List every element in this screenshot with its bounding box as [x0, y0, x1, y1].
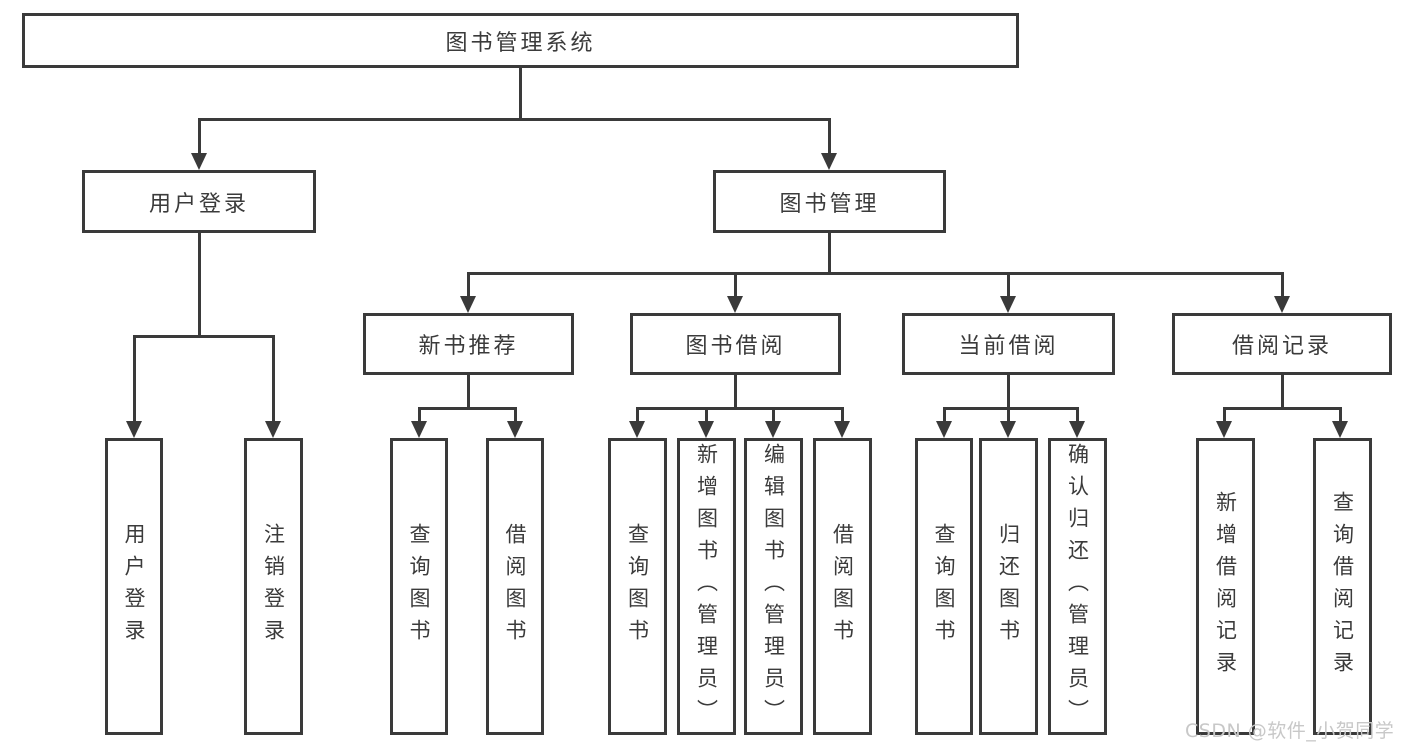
arrowhead-down-icon	[727, 296, 743, 313]
connector-drop-line	[1006, 272, 1010, 300]
connector-drop-line	[197, 118, 201, 157]
node-label: 确认归还（管理员）	[1065, 442, 1090, 731]
node-leaf-current-return-books: 归还图书	[979, 438, 1038, 735]
connector-stem-line	[1280, 375, 1284, 410]
node-user-login: 用户登录	[82, 170, 316, 233]
arrowhead-down-icon	[1069, 421, 1085, 438]
arrowhead-down-icon	[460, 296, 476, 313]
connector-bus-line	[635, 407, 844, 410]
arrowhead-down-icon	[507, 421, 523, 438]
arrowhead-down-icon	[191, 153, 207, 170]
node-label: 图书管理	[779, 191, 880, 217]
node-label: 新书推荐	[418, 334, 519, 359]
arrowhead-down-icon	[834, 421, 850, 438]
connector-drop-line	[704, 407, 708, 425]
arrowhead-down-icon	[1274, 296, 1290, 313]
csdn-watermark: CSDN @软件_小贺同学	[1185, 720, 1395, 742]
node-label: 借阅图书	[503, 522, 527, 651]
arrowhead-down-icon	[1000, 421, 1016, 438]
connector-drop-line	[1006, 407, 1010, 425]
connector-stem-line	[827, 233, 831, 275]
connector-drop-line	[417, 407, 421, 425]
arrowhead-down-icon	[936, 421, 952, 438]
node-leaf-borrow-add-books-admin: 新增图书（管理员）	[677, 438, 736, 735]
arrowhead-down-icon	[265, 421, 281, 438]
node-label: 图书管理系统	[445, 30, 596, 56]
node-leaf-user-login: 用户登录	[105, 438, 163, 735]
node-book-borrow: 图书借阅	[630, 313, 841, 375]
node-label: 图书借阅	[685, 334, 786, 359]
arrowhead-down-icon	[1332, 421, 1348, 438]
node-leaf-logout: 注销登录	[244, 438, 303, 735]
node-label: 查询图书	[625, 522, 650, 651]
connector-drop-line	[942, 407, 946, 425]
node-new-book-recommend: 新书推荐	[363, 313, 574, 375]
connector-bus-line	[466, 272, 1284, 275]
node-label: 新增图书（管理员）	[694, 442, 719, 731]
connector-bus-line	[132, 335, 275, 338]
connector-stem-line	[1006, 375, 1010, 410]
connector-drop-line	[271, 335, 275, 425]
connector-stem-line	[518, 68, 522, 121]
node-label: 用户登录	[122, 522, 146, 651]
connector-stem-line	[197, 233, 201, 338]
node-leaf-current-confirm-return-admin: 确认归还（管理员）	[1048, 438, 1107, 735]
node-label: 用户登录	[148, 191, 249, 217]
arrowhead-down-icon	[821, 153, 837, 170]
arrowhead-down-icon	[765, 421, 781, 438]
connector-drop-line	[1338, 407, 1342, 425]
node-leaf-records-query-record: 查询借阅记录	[1313, 438, 1372, 735]
node-label: 注销登录	[261, 522, 286, 651]
node-label: 查询借阅记录	[1330, 490, 1355, 683]
node-label: 当前借阅	[958, 334, 1059, 359]
node-label: 借阅图书	[830, 522, 855, 651]
node-leaf-borrow-query-books: 查询图书	[608, 438, 667, 735]
arrowhead-down-icon	[126, 421, 142, 438]
node-label: 查询图书	[407, 522, 431, 651]
arrowhead-down-icon	[1000, 296, 1016, 313]
arrowhead-down-icon	[629, 421, 645, 438]
node-current-borrow: 当前借阅	[902, 313, 1115, 375]
node-label: 归还图书	[996, 522, 1021, 651]
arrowhead-down-icon	[411, 421, 427, 438]
node-label: 借阅记录	[1231, 334, 1332, 359]
connector-drop-line	[635, 407, 639, 425]
node-leaf-borrow-edit-books-admin: 编辑图书（管理员）	[744, 438, 803, 735]
node-label: 编辑图书（管理员）	[761, 442, 786, 731]
arrowhead-down-icon	[698, 421, 714, 438]
connector-drop-line	[513, 407, 517, 425]
connector-drop-line	[1075, 407, 1079, 425]
connector-bus-line	[197, 118, 831, 121]
connector-stem-line	[466, 375, 470, 410]
connector-bus-line	[417, 407, 517, 410]
node-book-management: 图书管理	[713, 170, 946, 233]
connector-bus-line	[1222, 407, 1342, 410]
connector-drop-line	[132, 335, 136, 425]
connector-drop-line	[1280, 272, 1284, 300]
node-leaf-borrow-borrow-books: 借阅图书	[813, 438, 872, 735]
connector-bus-line	[942, 407, 1079, 410]
connector-drop-line	[1222, 407, 1226, 425]
connector-drop-line	[840, 407, 844, 425]
connector-drop-line	[733, 272, 737, 300]
arrowhead-down-icon	[1216, 421, 1232, 438]
connector-drop-line	[771, 407, 775, 425]
node-leaf-recommend-borrow-books: 借阅图书	[486, 438, 544, 735]
connector-drop-line	[827, 118, 831, 157]
node-label: 查询图书	[932, 522, 956, 651]
node-leaf-current-query-books: 查询图书	[915, 438, 973, 735]
node-root: 图书管理系统	[22, 13, 1019, 68]
connector-stem-line	[733, 375, 737, 410]
node-label: 新增借阅记录	[1213, 490, 1238, 683]
node-leaf-recommend-query-books: 查询图书	[390, 438, 448, 735]
node-leaf-records-add-record: 新增借阅记录	[1196, 438, 1255, 735]
connector-drop-line	[466, 272, 470, 300]
node-borrow-records: 借阅记录	[1172, 313, 1392, 375]
